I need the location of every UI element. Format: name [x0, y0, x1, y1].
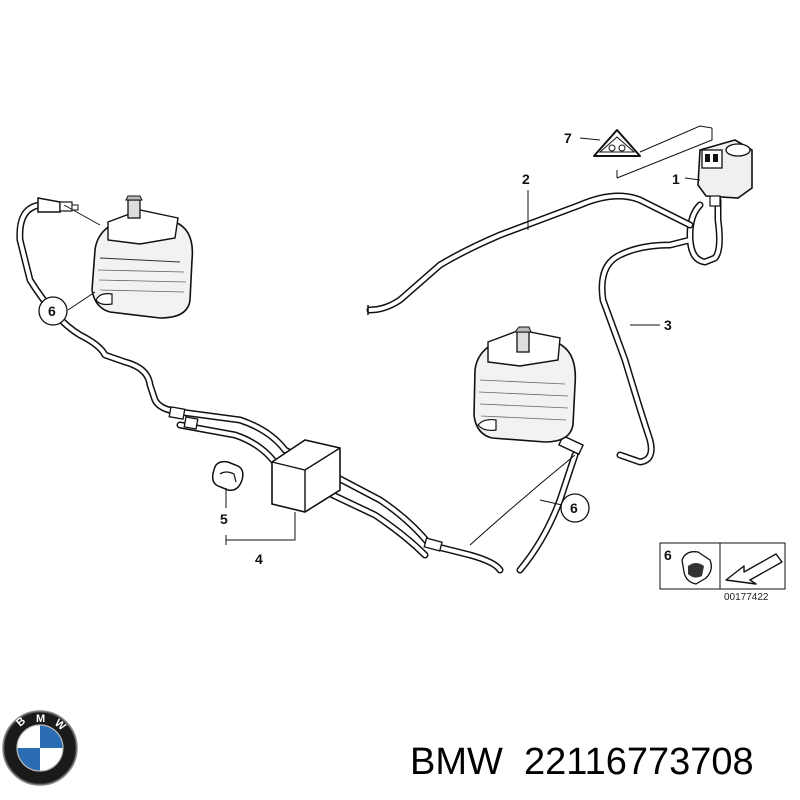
callout-7: 7 — [564, 130, 572, 146]
engine-mount-right — [473, 326, 577, 443]
callout-4: 4 — [255, 551, 263, 567]
callout-circle-6-left — [38, 296, 68, 326]
footer-brand: BMW — [410, 741, 503, 783]
logo-letter-m: M — [36, 713, 46, 725]
vacuum-valve — [697, 139, 753, 207]
junction-box — [271, 439, 341, 513]
footer: BMW 22116773708 — [410, 741, 754, 783]
leader-lines — [63, 125, 713, 545]
footer-part-number: 22116773708 — [524, 741, 754, 783]
reference-number: 00177422 — [724, 592, 769, 603]
hose-clip — [211, 460, 244, 492]
callout-1: 1 — [672, 171, 680, 187]
inset-reference: 6 00177422 — [659, 542, 786, 603]
callout-5: 5 — [220, 511, 228, 527]
warning-label — [593, 129, 641, 157]
bmw-logo: B M W — [2, 710, 78, 786]
callout-2: 2 — [522, 171, 530, 187]
callout-6-right: 6 — [570, 500, 578, 516]
callout-6-left: 6 — [48, 303, 56, 319]
callout-3: 3 — [664, 317, 672, 333]
arrow-icon — [725, 553, 783, 585]
hose-connector-top-left — [37, 197, 61, 213]
callout-circle-6-right — [560, 493, 590, 523]
hose-network — [16, 192, 723, 574]
engine-mount-left — [91, 195, 194, 319]
callouts: 1 2 3 4 5 7 6 6 — [38, 130, 680, 567]
inset-callout-6: 6 — [664, 547, 672, 563]
